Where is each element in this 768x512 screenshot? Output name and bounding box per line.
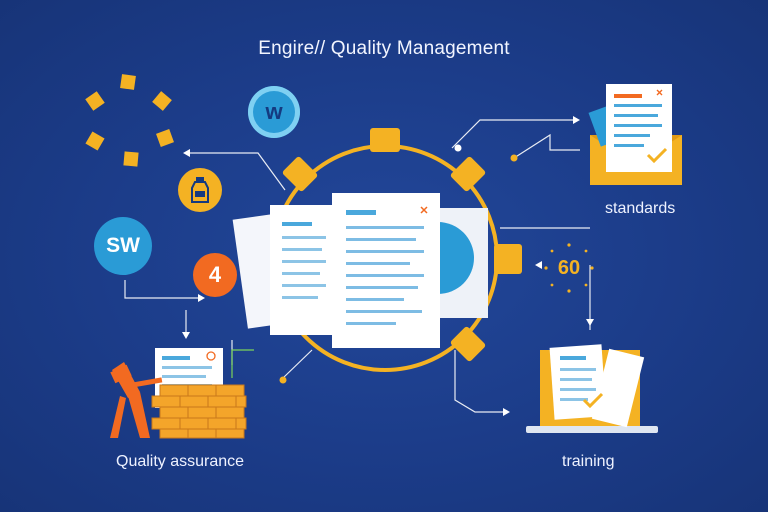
training-laptop-icon	[526, 344, 658, 433]
w-badge-label: w	[265, 99, 283, 124]
sun-icon	[85, 74, 174, 167]
connector-dots	[279, 144, 518, 384]
documents-stack	[232, 193, 488, 348]
sixty-sparkle-icon	[544, 243, 594, 293]
label-quality-assurance: Quality assurance	[116, 453, 245, 470]
sixty-badge-label: 60	[557, 256, 581, 279]
connector-lines	[124, 119, 591, 413]
four-badge: 4	[193, 253, 237, 297]
bottle-icon	[191, 177, 209, 203]
label-standards: standards	[605, 200, 676, 217]
quality-assurance-icon	[110, 348, 254, 439]
connector-arrowheads	[182, 116, 594, 416]
four-badge-label: 4	[208, 262, 222, 287]
w-badge: w	[248, 86, 300, 138]
standards-envelope-icon	[588, 84, 682, 185]
label-training: training	[562, 453, 615, 470]
diagram-title: Engire// Quality Management	[258, 38, 510, 59]
sixty-badge: 60	[547, 254, 591, 282]
sw-badge-label: SW	[106, 234, 140, 257]
bottle-badge	[178, 168, 222, 212]
sw-badge: SW	[94, 217, 152, 275]
